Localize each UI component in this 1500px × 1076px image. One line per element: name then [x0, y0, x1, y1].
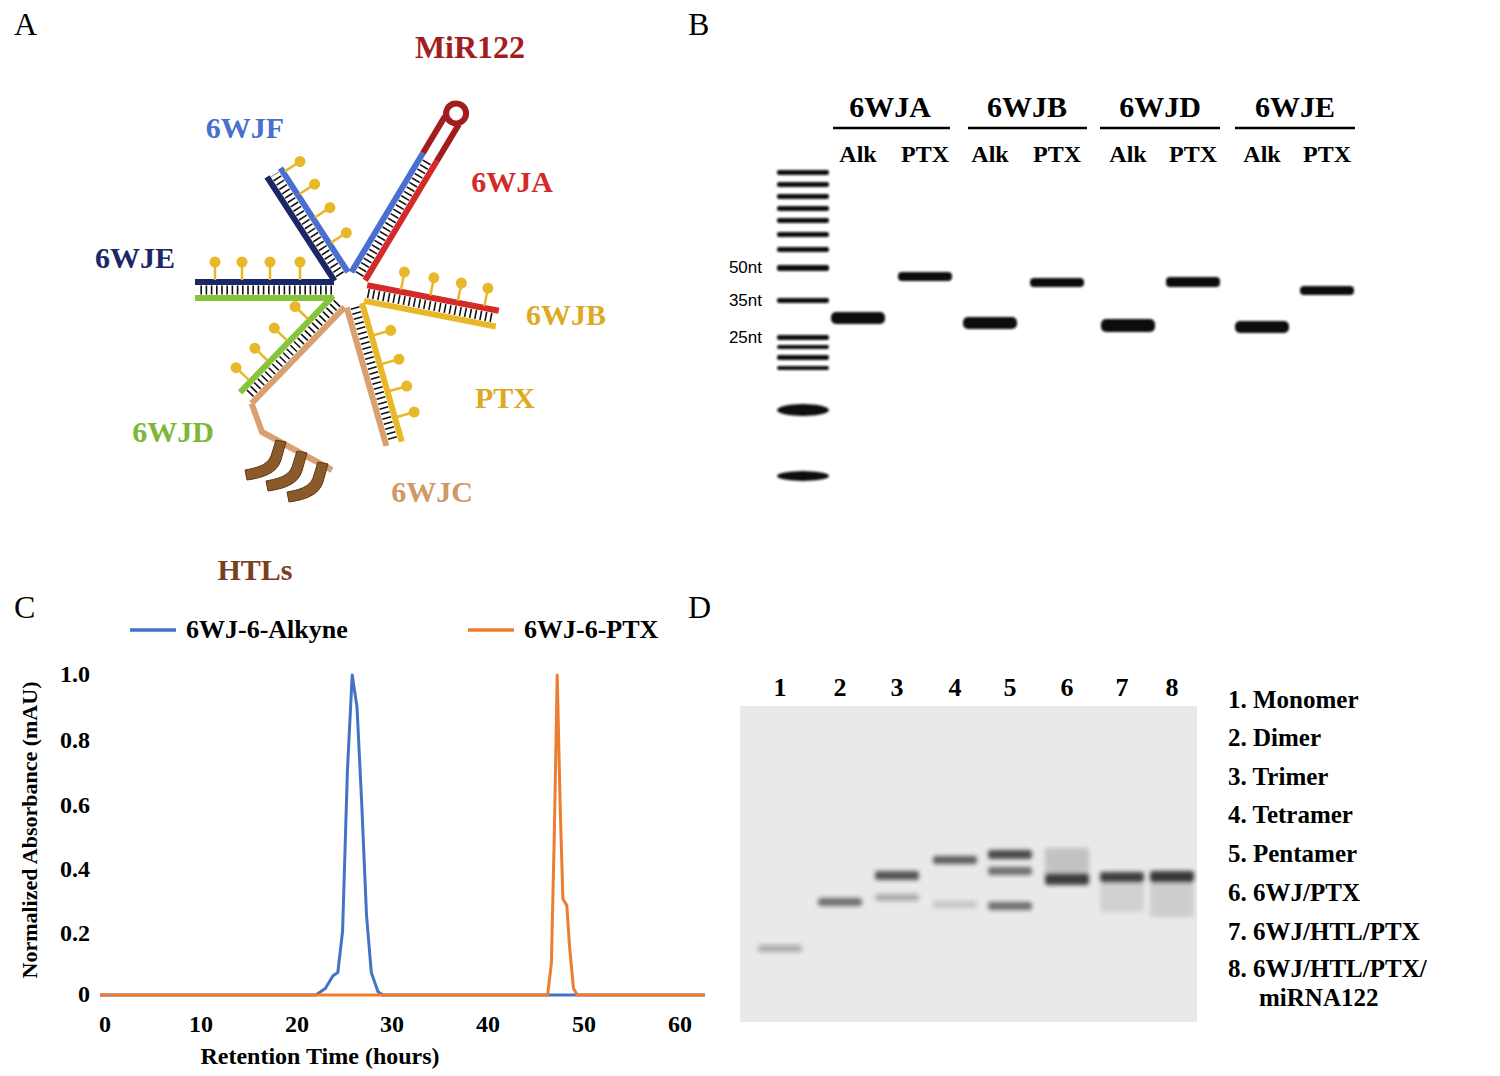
lane-label: Alk	[971, 141, 1008, 169]
lane-label: Alk	[1109, 141, 1146, 169]
native-gel	[740, 706, 1197, 1022]
strand-label: 6WJD	[132, 415, 214, 450]
tick-label: 10	[189, 1011, 213, 1039]
tick-label: 20	[285, 1011, 309, 1039]
mirna-label: MiR122	[415, 29, 525, 66]
lane-key: 6. 6WJ/PTX	[1228, 879, 1360, 908]
lane-key: 1. Monomer	[1228, 686, 1359, 715]
tick-label: 0	[78, 981, 90, 1009]
strand-label: 6WJB	[526, 298, 606, 333]
ladder-size: 25nt	[729, 328, 762, 348]
lane-header: 6WJA	[849, 90, 931, 125]
six-way-junction	[195, 100, 504, 502]
lane-header: 6WJE	[1255, 90, 1335, 125]
tick-label: 0	[99, 1011, 111, 1039]
lane-number: 2	[834, 673, 847, 703]
lane-number: 3	[891, 673, 904, 703]
lane-number: 6	[1061, 673, 1074, 703]
axis-title: Retention Time (hours)	[200, 1043, 439, 1071]
ladder-size: 35nt	[729, 291, 762, 311]
hplc-trace	[100, 675, 705, 995]
panel-letter: B	[688, 6, 709, 43]
tick-label: 0.8	[60, 727, 90, 755]
tick-label: 40	[476, 1011, 500, 1039]
tick-label: 60	[668, 1011, 692, 1039]
tick-label: 0.6	[60, 792, 90, 820]
lane-label: PTX	[901, 141, 949, 169]
lane-key: 5. Pentamer	[1228, 840, 1357, 869]
legend-line	[468, 628, 514, 632]
tick-label: 50	[572, 1011, 596, 1039]
lane-label: Alk	[1243, 141, 1280, 169]
lane-number: 5	[1004, 673, 1017, 703]
lane-label: Alk	[839, 141, 876, 169]
tick-label: 1.0	[60, 661, 90, 689]
lane-key: 2. Dimer	[1228, 724, 1321, 753]
lane-number: 1	[774, 673, 787, 703]
strand-label: 6WJE	[95, 241, 175, 276]
lane-number: 4	[949, 673, 962, 703]
legend-text: 6WJ-6-PTX	[524, 615, 658, 645]
lane-header: 6WJB	[987, 90, 1067, 125]
ligand-label: HTLs	[217, 553, 292, 588]
lane-number: 8	[1166, 673, 1179, 703]
tick-label: 0.2	[60, 920, 90, 948]
panel-letter: D	[688, 589, 711, 626]
strand-label: 6WJA	[471, 165, 553, 200]
lane-label: PTX	[1033, 141, 1081, 169]
lane-key: 7. 6WJ/HTL/PTX	[1228, 918, 1420, 947]
strand-label: 6WJC	[391, 475, 473, 510]
panel-letter: A	[14, 6, 37, 43]
lane-key: 8. 6WJ/HTL/PTX/ miRNA122	[1228, 955, 1499, 1013]
tick-label: 0.4	[60, 856, 90, 884]
lane-label: PTX	[1303, 141, 1351, 169]
lane-label: PTX	[1169, 141, 1217, 169]
ladder-size: 50nt	[729, 258, 762, 278]
legend-text: 6WJ-6-Alkyne	[186, 615, 348, 645]
denaturing-gel	[777, 128, 1355, 481]
lane-header: 6WJD	[1119, 90, 1201, 125]
lane-key: 3. Trimer	[1228, 763, 1328, 792]
tick-label: 30	[380, 1011, 404, 1039]
lane-number: 7	[1116, 673, 1129, 703]
panel-letter: C	[14, 589, 35, 626]
lane-key: 4. Tetramer	[1228, 801, 1353, 830]
drug-label: PTX	[475, 381, 535, 416]
strand-label: 6WJF	[206, 111, 284, 146]
axis-title: Normalized Absorbance (mAU)	[17, 682, 42, 979]
legend-line	[130, 628, 176, 632]
